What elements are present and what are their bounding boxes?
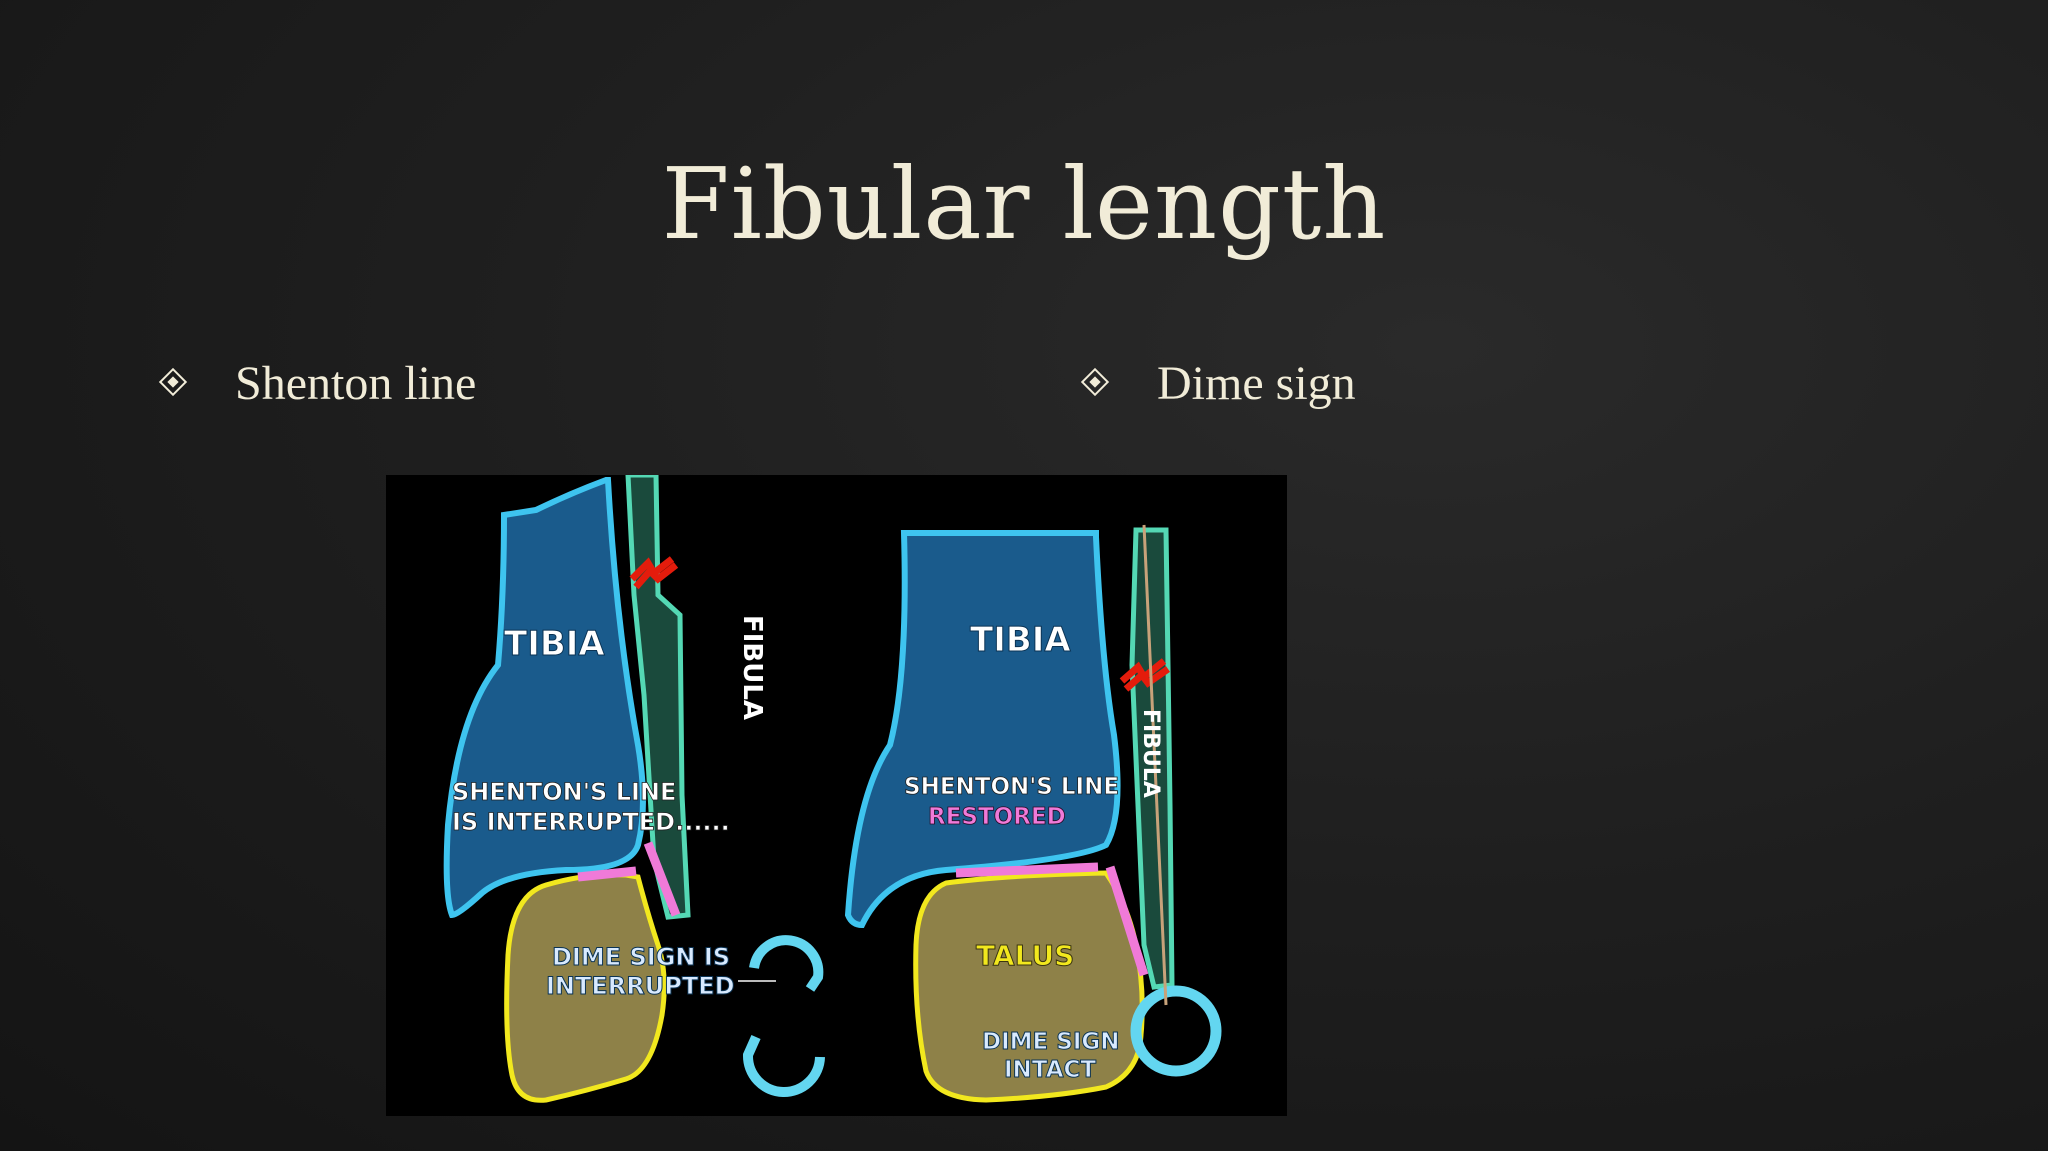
right-dime-label-2: INTACT — [1004, 1057, 1096, 1083]
slide-title: Fibular length — [661, 148, 1387, 262]
right-tibia-shape — [844, 530, 1121, 929]
left-fibula-label: FIBULA — [737, 615, 767, 720]
left-talus-shape — [504, 872, 667, 1103]
right-dime-label-1: DIME SIGN — [982, 1029, 1120, 1055]
right-tibia-label: TIBIA — [970, 620, 1071, 660]
ankle-diagram-svg: TIBIA FIBULA SHENTON'S LINE IS INTERRUPT… — [443, 475, 1222, 1103]
bullet-label: Shenton line — [235, 357, 477, 410]
right-alignment-line — [1142, 524, 1168, 1006]
left-tibia-label: TIBIA — [504, 624, 605, 664]
right-shenton-label-2: RESTORED — [928, 804, 1066, 830]
left-shenton-pink-line — [577, 841, 681, 917]
left-dime-ring-top — [749, 935, 824, 992]
right-shenton-pink-line — [955, 862, 1149, 977]
right-talus-label: TALUS — [976, 939, 1074, 972]
slide-bottom-edge — [0, 1151, 2048, 1153]
left-fibula-shape — [625, 475, 691, 920]
ankle-fracture-diagram: TIBIA FIBULA SHENTON'S LINE IS INTERRUPT… — [386, 475, 1287, 1116]
left-tibia-shape — [443, 477, 646, 919]
bullet-shenton-line: Shenton line — [158, 356, 477, 411]
right-talus-shape — [913, 870, 1145, 1103]
diamond-bullet-icon — [158, 367, 188, 397]
diamond-bullet-icon — [1080, 367, 1110, 397]
right-fibula-label: FIBULA — [1138, 709, 1163, 798]
right-dime-ring — [1130, 985, 1222, 1077]
right-shenton-label-1: SHENTON'S LINE — [904, 774, 1119, 800]
left-shenton-label-1: SHENTON'S LINE — [452, 778, 676, 806]
right-fracture-mark — [1119, 658, 1171, 692]
right-fibula-shape — [1129, 527, 1175, 990]
left-dime-label-2: INTERRUPTED — [546, 972, 735, 1000]
left-dime-ring-bottom — [742, 1034, 825, 1097]
left-shenton-label-2: IS INTERRUPTED...... — [452, 808, 730, 836]
left-fracture-mark — [629, 556, 679, 590]
bullet-label: Dime sign — [1157, 357, 1356, 410]
bullet-dime-sign: Dime sign — [1080, 356, 1356, 411]
left-dime-label-1: DIME SIGN IS — [552, 943, 730, 971]
